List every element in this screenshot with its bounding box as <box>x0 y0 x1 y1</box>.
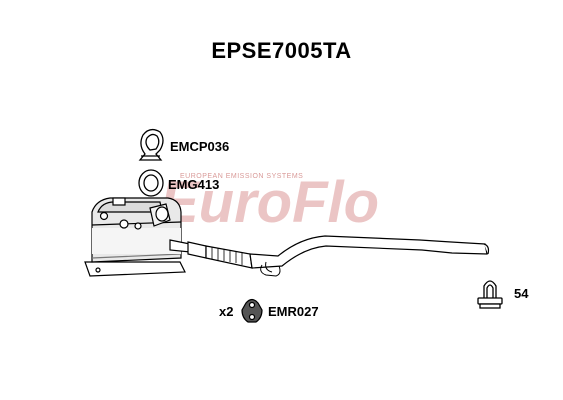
watermark-tagline: EUROPEAN EMISSION SYSTEMS <box>180 173 304 180</box>
part-label-emr027: EMR027 <box>268 304 319 319</box>
part-label-emg413: EMG413 <box>168 177 220 192</box>
euroflo-watermark-logo: EuroFlo <box>160 170 379 235</box>
part-label-emcp036: EMCP036 <box>170 139 230 154</box>
u-bolt-clamp-icon <box>477 280 503 309</box>
part-number-title: EPSE7005TA <box>211 38 352 63</box>
part-quantity-emr027: x2 <box>219 304 234 319</box>
clamp-ring-icon <box>138 128 164 161</box>
dpf-unit <box>84 197 191 277</box>
rubber-hanger-icon <box>241 298 263 323</box>
part-label-54: 54 <box>514 286 529 301</box>
gasket-ring-icon <box>138 169 164 197</box>
exhaust-pipe <box>187 235 490 277</box>
